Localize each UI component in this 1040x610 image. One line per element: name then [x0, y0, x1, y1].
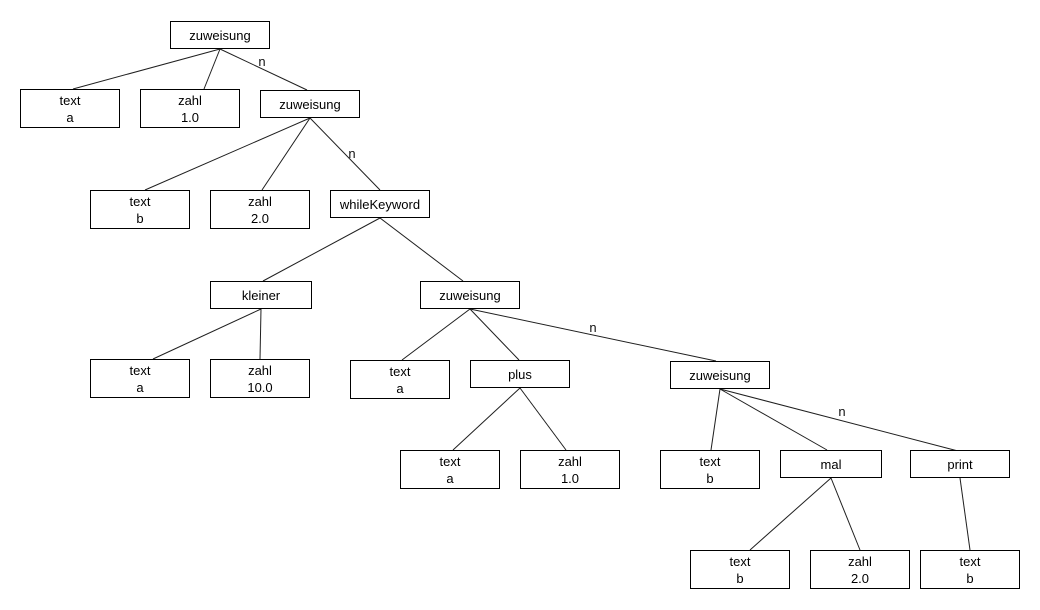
node-type-label: text: [129, 193, 151, 209]
edge-label-n: n: [589, 320, 596, 335]
tree-edge: [719, 388, 959, 452]
node-type-label: zuweisung: [439, 287, 501, 303]
tree-edge: [152, 308, 262, 360]
node-plus: plus: [470, 360, 570, 388]
tree-edge: [452, 387, 521, 451]
node-type-label: kleiner: [241, 287, 281, 303]
edge-label-n: n: [838, 404, 845, 419]
node-zuweisung-root: zuweisung: [170, 21, 270, 49]
node-zuweisung-3: zuweisung: [420, 281, 520, 309]
node-type-label: zahl: [248, 362, 272, 378]
tree-edge: [259, 308, 262, 360]
node-text-a-2: text a: [90, 359, 190, 398]
tree-edge: [959, 477, 971, 551]
node-mal: mal: [780, 450, 882, 478]
node-value-label: 1.0: [560, 470, 580, 486]
node-value-label: b: [736, 570, 744, 586]
node-type-label: zahl: [178, 92, 202, 108]
tree-edge: [309, 117, 381, 191]
tree-edge: [830, 477, 861, 551]
node-value-label: 2.0: [250, 210, 270, 226]
node-text-b-2: text b: [660, 450, 760, 489]
node-value-label: 2.0: [850, 570, 870, 586]
node-type-label: text: [389, 363, 411, 379]
node-value-label: 10.0: [247, 379, 273, 395]
node-type-label: text: [439, 453, 461, 469]
node-type-label: zahl: [248, 193, 272, 209]
node-type-label: zahl: [558, 453, 582, 469]
edge-label-n: n: [348, 146, 355, 161]
tree-edge: [262, 217, 381, 282]
node-text-a-1: text a: [20, 89, 120, 128]
tree-edge: [469, 308, 520, 361]
node-whilekeyword: whileKeyword: [330, 190, 430, 218]
node-text-b-3: text b: [690, 550, 790, 589]
node-print: print: [910, 450, 1010, 478]
node-type-label: zuweisung: [689, 367, 751, 383]
node-value-label: a: [136, 379, 144, 395]
tree-edge: [469, 308, 717, 362]
node-text-b-1: text b: [90, 190, 190, 229]
node-type-label: text: [729, 553, 751, 569]
node-zuweisung-4: zuweisung: [670, 361, 770, 389]
node-zahl-1-0-b: zahl 1.0: [520, 450, 620, 489]
node-text-a-3: text a: [350, 360, 450, 399]
node-zuweisung-2: zuweisung: [260, 90, 360, 118]
tree-edge: [719, 388, 828, 451]
node-value-label: b: [966, 570, 974, 586]
node-type-label: mal: [820, 456, 842, 472]
tree-edge: [519, 387, 567, 451]
tree-edge: [749, 477, 832, 551]
node-kleiner: kleiner: [210, 281, 312, 309]
node-text-b-4: text b: [920, 550, 1020, 589]
node-type-label: text: [959, 553, 981, 569]
node-value-label: a: [66, 109, 74, 125]
edge-label-n: n: [258, 54, 265, 69]
node-value-label: a: [446, 470, 454, 486]
node-value-label: b: [706, 470, 714, 486]
tree-edge: [401, 308, 471, 361]
node-type-label: text: [59, 92, 81, 108]
node-zahl-10-0: zahl 10.0: [210, 359, 310, 398]
tree-edge: [144, 117, 311, 191]
node-type-label: zuweisung: [279, 96, 341, 112]
node-zahl-2-0-a: zahl 2.0: [210, 190, 310, 229]
node-type-label: text: [699, 453, 721, 469]
node-zahl-2-0-b: zahl 2.0: [810, 550, 910, 589]
tree-edge: [379, 217, 464, 282]
node-type-label: print: [947, 456, 973, 472]
node-value-label: b: [136, 210, 144, 226]
tree-edge: [72, 48, 221, 90]
tree-edge: [219, 48, 308, 91]
node-type-label: plus: [508, 366, 532, 382]
tree-edge: [203, 48, 221, 90]
tree-edge: [261, 117, 311, 191]
node-type-label: text: [129, 362, 151, 378]
node-type-label: zuweisung: [189, 27, 251, 43]
node-zahl-1-0-a: zahl 1.0: [140, 89, 240, 128]
node-value-label: a: [396, 380, 404, 396]
node-value-label: 1.0: [180, 109, 200, 125]
tree-edge: [710, 388, 721, 451]
node-text-a-4: text a: [400, 450, 500, 489]
node-type-label: zahl: [848, 553, 872, 569]
node-type-label: whileKeyword: [339, 196, 421, 212]
